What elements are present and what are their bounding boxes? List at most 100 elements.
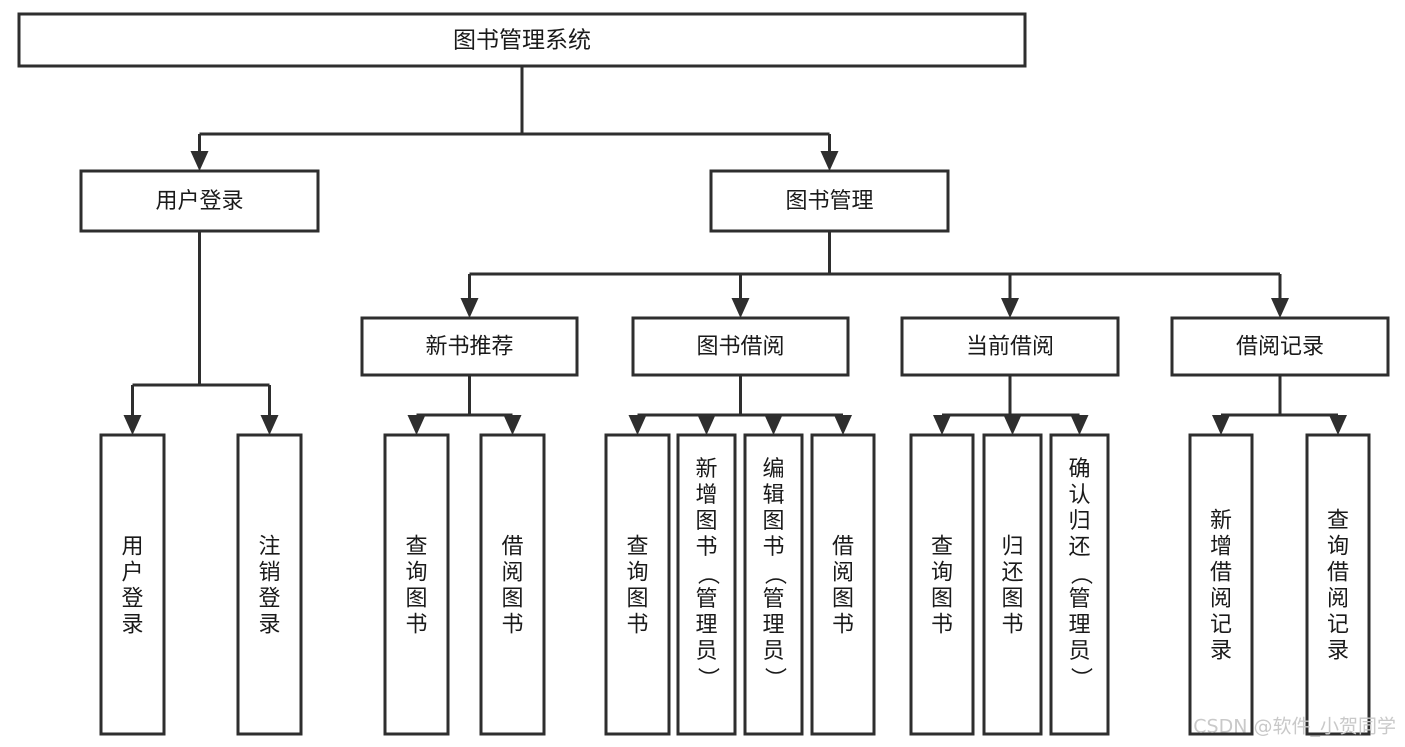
leaf-label-char: 理 (695, 613, 717, 638)
leaf-label-char: 阅 (832, 561, 854, 586)
leaf-label-char: 认 (1068, 483, 1090, 508)
leaf-label-char: 归 (1068, 509, 1090, 534)
leaf-label-char: 书 (931, 613, 953, 638)
leaf-label-char: 管 (762, 587, 784, 612)
leaf-label-char: 录 (121, 613, 143, 638)
arrow-head-icon (1271, 298, 1289, 318)
node-leaf-query-book-current[interactable] (909, 433, 975, 736)
leaf-label-char: 图 (405, 587, 427, 612)
node-leaf-borrow-book[interactable] (810, 433, 876, 736)
node-book-borrow[interactable] (631, 316, 850, 377)
node-leaf-query-book-recommend-rect (383, 433, 450, 736)
leaf-label-char: 增 (1210, 535, 1232, 560)
node-book-management-label: 图书管理 (785, 189, 873, 214)
arrow-head-icon (1329, 415, 1347, 435)
leaf-label-char: ） (1068, 667, 1093, 689)
node-borrow-record-label: 借阅记录 (1236, 335, 1324, 360)
node-borrow-record-rect (1170, 316, 1390, 377)
leaf-label-char: 书 (626, 613, 648, 638)
arrow-head-icon (190, 151, 209, 171)
leaf-label-char: 销 (258, 561, 280, 586)
node-leaf-user-logout[interactable] (236, 433, 303, 736)
leaf-label-char: 新 (695, 457, 717, 482)
leaf-label-char: 查 (626, 535, 648, 560)
leaf-label-char: 查 (931, 535, 953, 560)
leaf-label-char: 还 (1001, 561, 1023, 586)
leaf-label-char: 查 (1327, 509, 1349, 534)
node-book-management[interactable] (709, 169, 950, 233)
leaf-label-char: 图 (695, 509, 717, 534)
leaf-label-char: 借 (1210, 561, 1232, 586)
node-leaf-user-login-rect (99, 433, 166, 736)
node-root[interactable] (17, 12, 1027, 68)
node-leaf-add-borrow-record-rect (1188, 433, 1254, 736)
leaf-label-char: 新 (1210, 509, 1232, 534)
leaf-label-char: 记 (1210, 613, 1232, 638)
connectors-layer (123, 66, 1347, 435)
leaf-label-char: 询 (626, 561, 648, 586)
node-leaf-return-book[interactable] (982, 433, 1043, 736)
leaf-label-char: 记 (1327, 613, 1349, 638)
node-leaf-edit-book-admin-rect (743, 433, 804, 736)
leaf-label-char: 员 (762, 639, 784, 664)
node-book-borrow-label: 图书借阅 (696, 335, 784, 360)
leaf-label-char: 确 (1068, 457, 1090, 482)
leaf-label-char: 阅 (1210, 587, 1232, 612)
leaf-label-char: 书 (832, 613, 854, 638)
leaf-label-char: 图 (931, 587, 953, 612)
node-leaf-add-book-admin[interactable] (676, 433, 737, 736)
leaf-label-char: （ (1068, 563, 1093, 585)
arrow-head-icon (503, 415, 522, 435)
leaf-label-char: （ (695, 563, 720, 585)
leaf-label-char: 注 (258, 535, 280, 560)
arrow-head-icon (731, 298, 750, 318)
leaf-label-char: 管 (1068, 587, 1090, 612)
node-root-rect (17, 12, 1027, 68)
node-leaf-confirm-return-admin[interactable] (1049, 433, 1110, 736)
node-leaf-borrow-book-recommend[interactable] (479, 433, 546, 736)
node-leaf-user-login[interactable] (99, 433, 166, 736)
leaf-label-char: 图 (501, 587, 523, 612)
arrow-head-icon (260, 415, 279, 435)
leaf-label-char: 登 (121, 587, 143, 612)
arrow-head-icon (834, 415, 852, 435)
leaf-label-char: 图 (832, 587, 854, 612)
leaf-label-char: 编 (762, 457, 784, 482)
node-leaf-query-book-recommend[interactable] (383, 433, 450, 736)
arrow-head-icon (697, 415, 716, 435)
node-borrow-record[interactable] (1170, 316, 1390, 377)
leaf-label-char: 阅 (1327, 587, 1349, 612)
node-user-login[interactable] (79, 169, 320, 233)
leaf-label-char: 借 (1327, 561, 1349, 586)
leaf-label-char: （ (762, 563, 787, 585)
node-leaf-query-borrow-record[interactable] (1305, 433, 1371, 736)
node-leaf-borrow-book-recommend-rect (479, 433, 546, 736)
leaf-label-char: 员 (1068, 639, 1090, 664)
node-leaf-query-book-borrow[interactable] (604, 433, 671, 736)
node-book-borrow-rect (631, 316, 850, 377)
node-leaf-edit-book-admin[interactable] (743, 433, 804, 736)
leaf-label-char: 借 (832, 535, 854, 560)
node-root-label: 图书管理系统 (453, 28, 591, 54)
node-leaf-add-borrow-record[interactable] (1188, 433, 1254, 736)
arrow-head-icon (628, 415, 647, 435)
arrow-head-icon (123, 415, 142, 435)
nodes-layer: 图书管理系统用户登录图书管理新书推荐图书借阅当前借阅借阅记录用户登录注销登录查询… (17, 12, 1390, 736)
leaf-label-char: 理 (1068, 613, 1090, 638)
node-new-book-recommend[interactable] (360, 316, 579, 377)
leaf-label-char: 书 (405, 613, 427, 638)
node-current-borrow-rect (900, 316, 1120, 377)
arrow-head-icon (933, 415, 951, 435)
leaf-label-char: 书 (762, 535, 784, 560)
node-leaf-query-borrow-record-rect (1305, 433, 1371, 736)
node-current-borrow-label: 当前借阅 (966, 335, 1054, 360)
node-current-borrow[interactable] (900, 316, 1120, 377)
